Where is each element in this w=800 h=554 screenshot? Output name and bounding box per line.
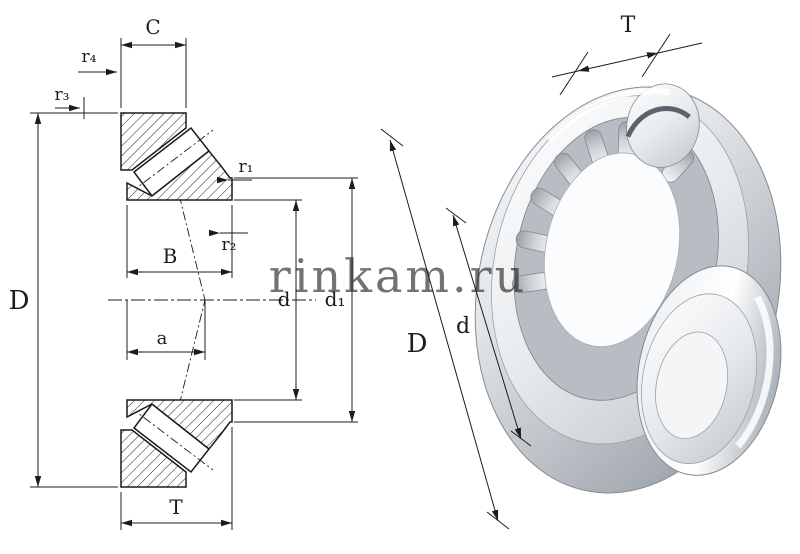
dim3d-label-T: T (621, 13, 636, 38)
dim-label-r4: r₄ (82, 47, 97, 67)
dim-r3: r₃ (55, 85, 85, 119)
dim-label-d1: d₁ (325, 287, 346, 311)
dim-label-C: C (145, 15, 160, 39)
dim-label-T: T (169, 495, 183, 519)
cage-slot-3d (625, 105, 691, 138)
roller-upper-axis (129, 129, 214, 194)
outer-ring-upper-section (120, 112, 187, 171)
watermark: rinkam.ru (269, 249, 527, 303)
dim-label-r1: r₁ (239, 157, 254, 177)
dim-r4: r₄ (78, 47, 117, 76)
bore-3d (543, 152, 681, 348)
roller-lower-axis (129, 406, 214, 471)
dim-label-a: a (157, 328, 168, 349)
dim-d1: d₁ (234, 177, 358, 423)
dim-label-r2: r₂ (222, 235, 237, 255)
dim-label-r3: r₃ (55, 85, 70, 105)
dim-T: T (120, 427, 233, 530)
inner-ring-upper-section (126, 149, 233, 201)
dim-B: B (126, 205, 233, 278)
dim3d-label-d: d (456, 314, 470, 339)
dim-a: a (126, 300, 206, 360)
dim-C: C (120, 15, 187, 108)
dim-r2: r₂ (209, 229, 248, 255)
dim3d-label-D: D (407, 329, 428, 359)
dim-d: d (234, 199, 302, 401)
dim-label-B: B (163, 244, 178, 268)
dim-label-d: d (278, 287, 291, 311)
cage-tab-3d (626, 83, 700, 168)
dim-label-D: D (9, 286, 30, 316)
outer-ring-lower-section (120, 429, 187, 488)
bearing-3d-view: T D d (380, 13, 782, 530)
inner-cone-highlight (735, 295, 774, 449)
dim3d-D: D (380, 128, 510, 530)
cup-rim-highlight (547, 87, 671, 143)
dim-r1: r₁ (217, 157, 254, 184)
inner-ring-lower-section (126, 399, 233, 451)
dim3d-d: d (445, 207, 532, 447)
dim-D: D (9, 112, 118, 488)
dim3d-T: T (551, 13, 703, 96)
inner-cone-bore-3d (655, 331, 729, 440)
cross-section-view: C r₄ r₃ D B (9, 15, 358, 530)
